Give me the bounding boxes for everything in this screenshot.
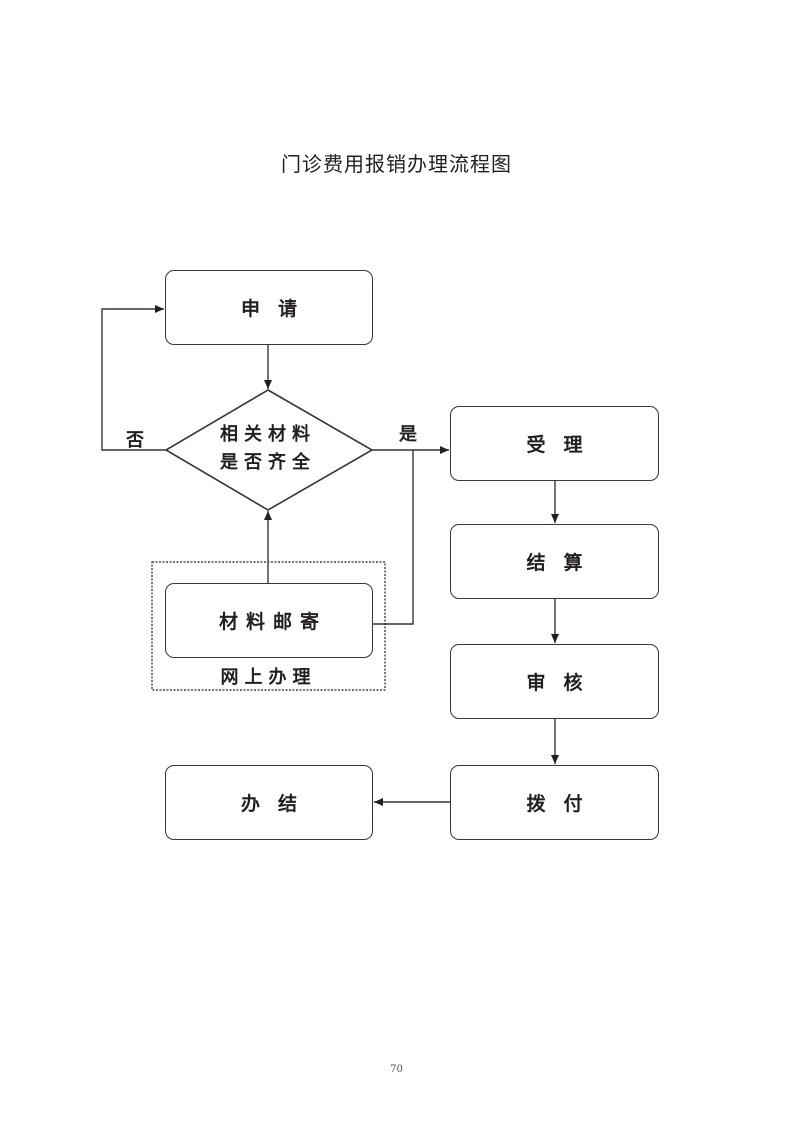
node-apply-label: 申请 [240,298,315,320]
node-settle: 结算 [450,524,659,599]
decision-line1: 相关材料 [220,424,316,445]
node-complete-label: 办结 [240,793,315,815]
node-mail: 材料邮寄 [165,583,373,658]
arrow-no-to-apply [101,305,166,451]
edge-label-yes: 是 [399,424,417,445]
node-settle-label: 结算 [526,552,601,574]
node-complete: 办结 [165,765,373,840]
decision-text: 相关材料 是否齐全 [200,421,336,477]
line-mail-to-yes [373,450,414,625]
page-title: 门诊费用报销办理流程图 [281,152,512,176]
online-group-label: 网上办理 [220,667,317,688]
node-review-label: 审核 [526,672,601,694]
node-mail-label: 材料邮寄 [218,611,327,633]
decision-line2: 是否齐全 [220,452,316,473]
node-accept-label: 受理 [526,434,601,456]
page-number: 70 [390,1064,403,1075]
node-apply: 申请 [165,270,373,345]
node-accept: 受理 [450,406,659,481]
node-pay: 拨付 [450,765,659,840]
node-review: 审核 [450,644,659,719]
decision-diamond [164,389,374,511]
edge-label-no: 否 [126,430,144,451]
node-pay-label: 拨付 [526,793,601,815]
